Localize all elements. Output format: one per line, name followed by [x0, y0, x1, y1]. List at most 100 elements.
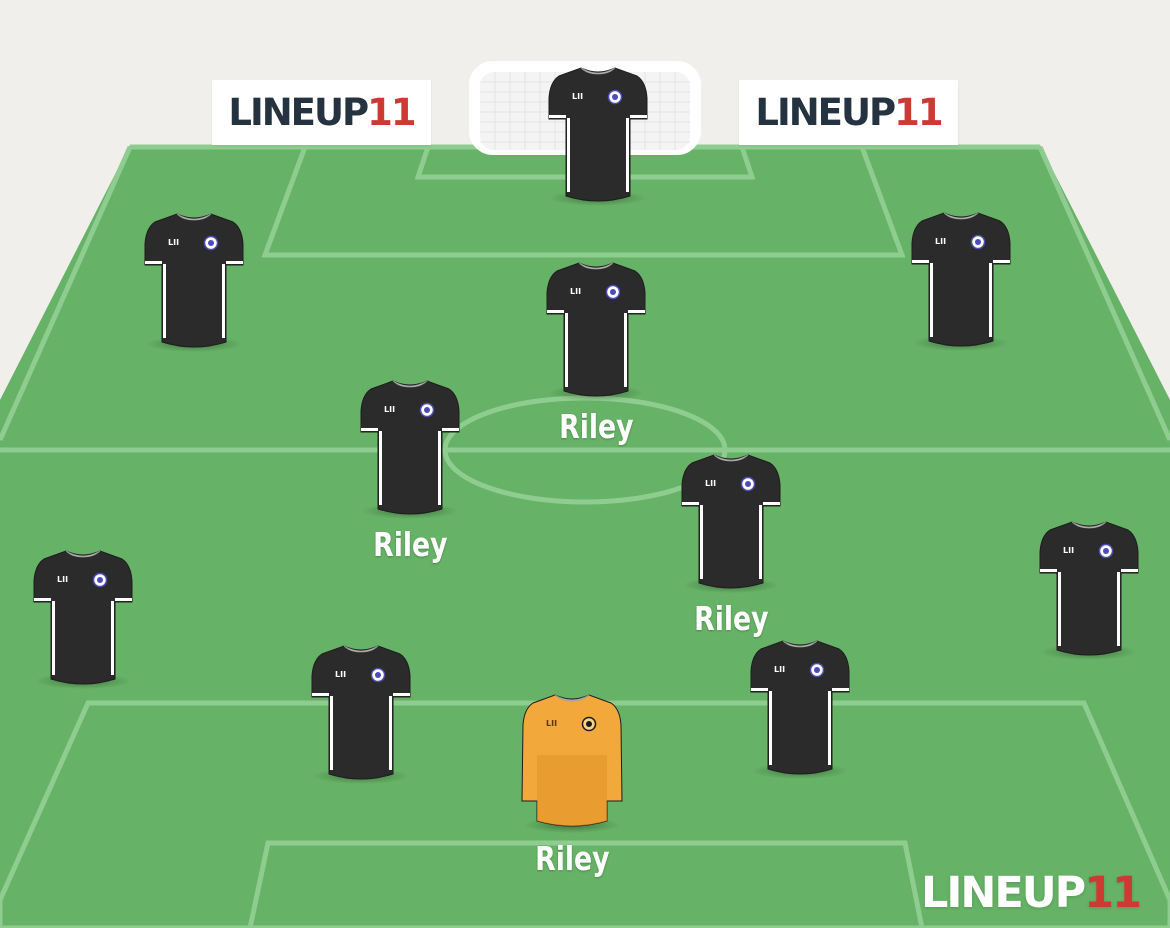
shirt-side-stripe-right	[111, 601, 114, 675]
club-badge-core	[610, 289, 616, 295]
shirt-sleeve-cuff-left	[549, 115, 566, 118]
bottom-penalty-area	[0, 700, 1170, 928]
shirt-side-stripe-right	[438, 431, 441, 505]
shirt-body	[681, 454, 781, 589]
player-p2[interactable]: LII	[129, 210, 259, 352]
player-p8[interactable]: LII	[18, 547, 148, 689]
shirt-icon: LII	[1039, 521, 1139, 660]
shirt-collar	[554, 694, 590, 702]
shirt-side-stripe-left	[1058, 572, 1061, 646]
club-badge-core	[586, 721, 592, 727]
shirt-sleeve-cuff-right	[393, 693, 410, 696]
shirt-sponsor-text: LII	[168, 238, 179, 247]
shirt-body	[360, 380, 460, 515]
shirt-side-stripe-left	[379, 431, 382, 505]
shirt-side-stripe-left	[769, 691, 772, 765]
shirt-side-stripe-right	[624, 313, 627, 387]
shirt-lower-panel	[537, 755, 607, 826]
ad-board-right-logo: LINEUP11	[755, 91, 943, 134]
shirt-icon: LII	[360, 380, 460, 519]
shirt-body	[750, 640, 850, 775]
shirt-sponsor-text: LII	[57, 575, 68, 584]
goalkeeper-shirt-icon: LII	[521, 694, 623, 833]
shirt-collar	[176, 213, 212, 221]
player-p6[interactable]: LII Riley	[666, 451, 796, 638]
shirt-side-stripe-left	[565, 313, 568, 387]
ad-board-left: LINEUP11	[212, 80, 431, 145]
shirt-sleeve-cuff-right	[993, 260, 1010, 263]
player-name: Riley	[558, 407, 634, 446]
shirt-side-stripe-left	[52, 601, 55, 675]
player-p9[interactable]: LII	[296, 642, 426, 784]
player-p5[interactable]: LII Riley	[345, 377, 475, 564]
player-p3[interactable]: LII	[896, 209, 1026, 351]
player-p11[interactable]: LII Riley	[507, 691, 637, 878]
club-badge-core	[375, 672, 381, 678]
shirt-sponsor-text: LII	[546, 719, 557, 728]
shirt-icon: LII	[144, 213, 244, 352]
shirt-collar	[343, 645, 379, 653]
shirt-icon: LII	[33, 550, 133, 689]
shirt-side-stripe-right	[626, 118, 629, 192]
shirt-sleeve-cuff-left	[682, 502, 699, 505]
shirt-sleeve-cuff-right	[763, 502, 780, 505]
shirt-body	[548, 67, 648, 202]
player-name: Riley	[693, 599, 769, 638]
shirt-sponsor-text: LII	[935, 237, 946, 246]
touchline-left	[0, 145, 133, 442]
shirt-collar	[713, 454, 749, 462]
shirt-sleeve-cuff-right	[115, 598, 132, 601]
shirt-icon: LII	[548, 67, 648, 206]
player-p7[interactable]: LII	[1024, 518, 1154, 660]
club-badge-core	[208, 240, 214, 246]
shirt-sponsor-text: LII	[705, 479, 716, 488]
shirt-collar	[65, 550, 101, 558]
shirt-side-stripe-left	[163, 264, 166, 338]
shirt-sleeve-cuff-right	[832, 688, 849, 691]
shirt-sponsor-text: LII	[335, 670, 346, 679]
touchline-right	[1037, 145, 1170, 442]
shirt-collar	[580, 67, 616, 75]
club-badge-core	[1103, 548, 1109, 554]
shirt-sleeve-cuff-left	[751, 688, 768, 691]
shirt-sleeve-cuff-right	[1121, 569, 1138, 572]
shirt-side-stripe-right	[759, 505, 762, 579]
shirt-body	[144, 213, 244, 348]
shirt-side-stripe-right	[222, 264, 225, 338]
shirt-sleeve-cuff-left	[912, 260, 929, 263]
shirt-collar	[578, 262, 614, 270]
shirt-body	[911, 212, 1011, 347]
shirt-sponsor-text: LII	[384, 405, 395, 414]
shirt-icon: LII	[546, 262, 646, 401]
shirt-side-stripe-right	[389, 696, 392, 770]
shirt-sleeve-cuff-left	[361, 428, 378, 431]
shirt-sleeve-cuff-right	[628, 310, 645, 313]
shirt-side-stripe-right	[1117, 572, 1120, 646]
player-name: Riley	[534, 839, 610, 878]
shirt-sponsor-text: LII	[1063, 546, 1074, 555]
player-p10[interactable]: LII	[735, 637, 865, 779]
player-p1[interactable]: LII	[533, 64, 663, 206]
shirt-side-stripe-right	[989, 263, 992, 337]
shirt-sleeve-cuff-right	[226, 261, 243, 264]
shirt-icon: LII	[911, 212, 1011, 351]
shirt-sponsor-text: LII	[570, 287, 581, 296]
shirt-collar	[392, 380, 428, 388]
shirt-collar	[943, 212, 979, 220]
bottom-goal-area	[247, 840, 925, 928]
player-p4[interactable]: LII Riley	[531, 259, 661, 446]
shirt-sponsor-text: LII	[774, 665, 785, 674]
shirt-side-stripe-left	[567, 118, 570, 192]
ad-board-right: LINEUP11	[739, 80, 958, 145]
shirt-sleeve-cuff-left	[145, 261, 162, 264]
player-name: Riley	[372, 525, 448, 564]
shirt-body	[1039, 521, 1139, 656]
shirt-sleeve-cuff-left	[1040, 569, 1057, 572]
club-badge-core	[975, 239, 981, 245]
shirt-body	[311, 645, 411, 780]
grass	[0, 145, 1170, 928]
club-badge-core	[814, 667, 820, 673]
shirt-sponsor-text: LII	[572, 92, 583, 101]
club-badge-core	[745, 481, 751, 487]
shirt-side-stripe-left	[930, 263, 933, 337]
